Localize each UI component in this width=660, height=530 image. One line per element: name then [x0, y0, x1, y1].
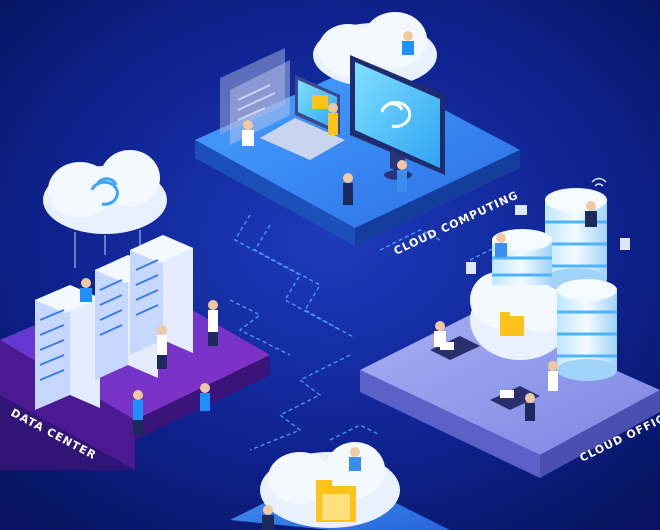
data-center-platform: DATA CENTER [0, 150, 270, 470]
sync-arrows-icon [90, 177, 119, 206]
person-icon [434, 201, 597, 421]
circuit-lines [229, 214, 521, 451]
message-icon [515, 205, 527, 215]
lock-icon [620, 238, 630, 250]
cloud-office-platform: CLOUD OFFICE [360, 177, 660, 478]
wifi-icon [591, 177, 607, 187]
laptop-icon [260, 75, 345, 160]
lock-icon [466, 262, 476, 274]
person-icon [242, 31, 414, 205]
bottom-cloud-platform [230, 442, 450, 530]
person-icon [80, 278, 218, 434]
server-rack-icon [35, 235, 193, 410]
desk-icon [430, 336, 540, 410]
folder-icon [312, 95, 328, 109]
person-icon [262, 447, 361, 530]
cloud-icon [43, 150, 167, 234]
folder-icon [500, 316, 524, 336]
sync-arrows-icon [380, 100, 412, 128]
